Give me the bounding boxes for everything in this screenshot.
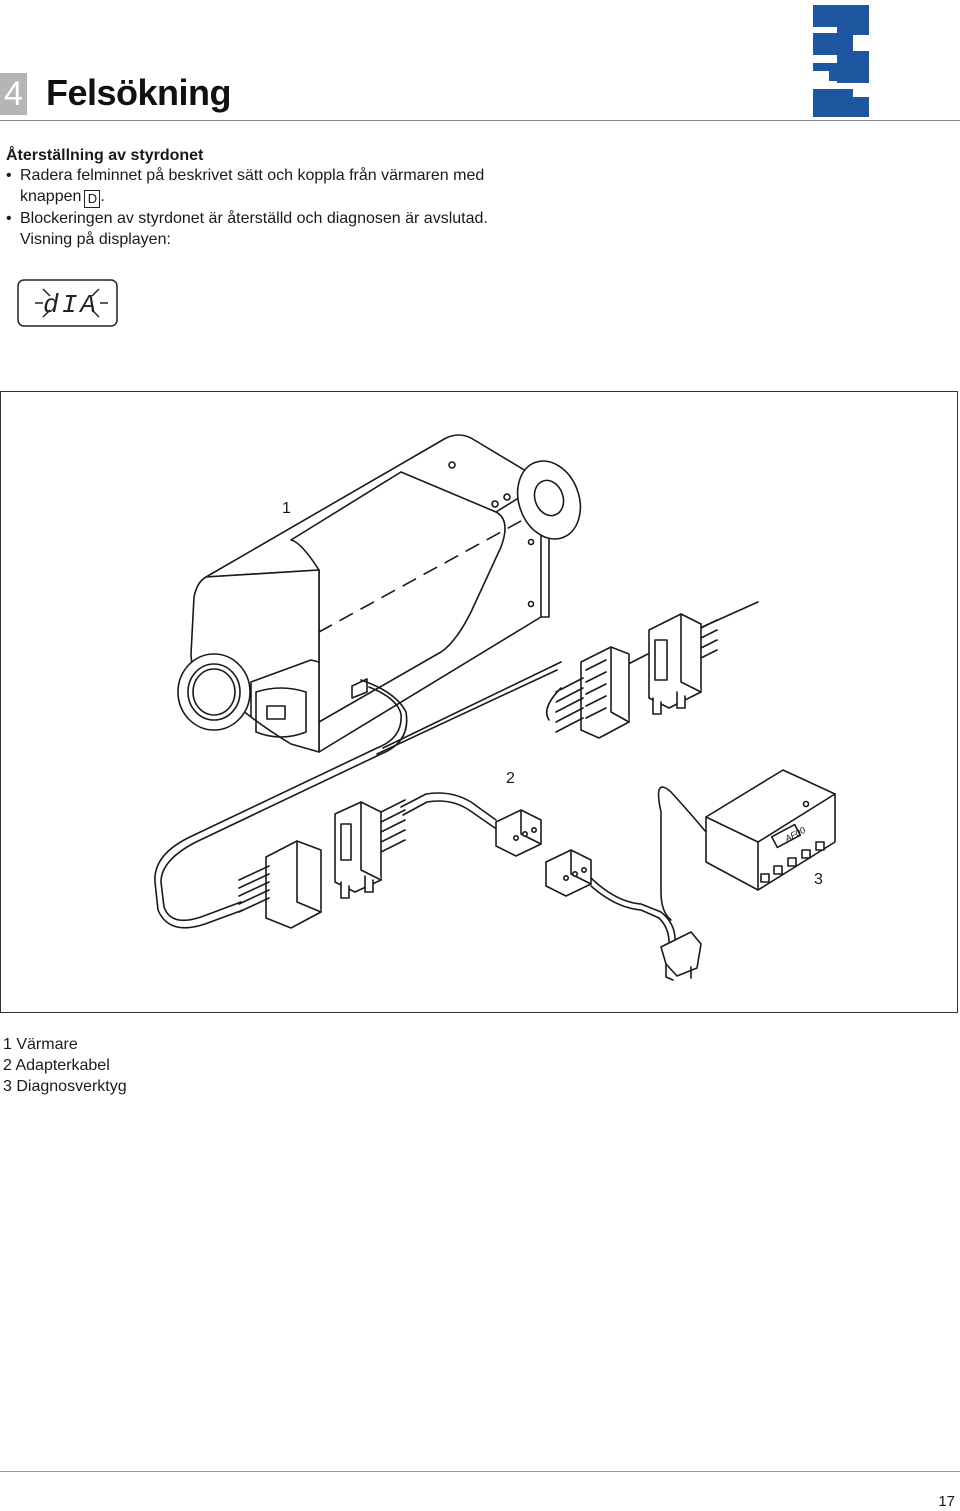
callout-2: 2 bbox=[506, 770, 515, 787]
display-illustration: dIA bbox=[17, 279, 118, 327]
connector-group-right bbox=[545, 613, 718, 739]
page-title: Felsökning bbox=[46, 72, 232, 113]
page-number: 17 bbox=[938, 1493, 955, 1510]
bullet-text: Blockeringen av styrdonet är återställd … bbox=[20, 210, 488, 227]
diagnostic-tool bbox=[657, 769, 836, 921]
display-readout: dIA bbox=[43, 290, 99, 320]
heater-setup-illustration: AF00 bbox=[154, 434, 836, 981]
connector-group-left bbox=[238, 799, 406, 929]
display-caption: Visning på displayen: bbox=[20, 231, 171, 248]
section-heading: Återställning av styrdonet bbox=[6, 147, 204, 164]
list-item: • Blockeringen av styrdonet är återställ… bbox=[6, 208, 526, 229]
chapter-number: 4 bbox=[0, 73, 27, 115]
bullet-text: Radera felminnet på beskrivet sätt och k… bbox=[20, 167, 485, 205]
heater bbox=[177, 434, 582, 753]
list-item: • Radera felminnet på beskrivet sätt och… bbox=[6, 167, 485, 208]
bullet-icon: • bbox=[6, 210, 12, 227]
figure-frame: AF00 1 2 3 bbox=[0, 391, 958, 1013]
header-divider bbox=[0, 120, 960, 121]
brand-logo bbox=[813, 5, 869, 117]
instruction-list: • Radera felminnet på beskrivet sätt och… bbox=[6, 165, 526, 250]
adapter-plugs bbox=[495, 809, 702, 981]
legend-item: 1 Värmare bbox=[3, 1036, 78, 1053]
bullet-icon: • bbox=[6, 167, 12, 184]
callout-1: 1 bbox=[282, 500, 291, 517]
legend-item: 2 Adapterkabel bbox=[3, 1057, 110, 1074]
figure-legend: 1 Värmare 2 Adapterkabel 3 Diagnosverkty… bbox=[3, 1034, 127, 1097]
callout-3: 3 bbox=[814, 871, 823, 888]
key-d-icon: D bbox=[84, 190, 101, 208]
footer-divider bbox=[0, 1471, 960, 1472]
legend-item: 3 Diagnosverktyg bbox=[3, 1078, 127, 1095]
